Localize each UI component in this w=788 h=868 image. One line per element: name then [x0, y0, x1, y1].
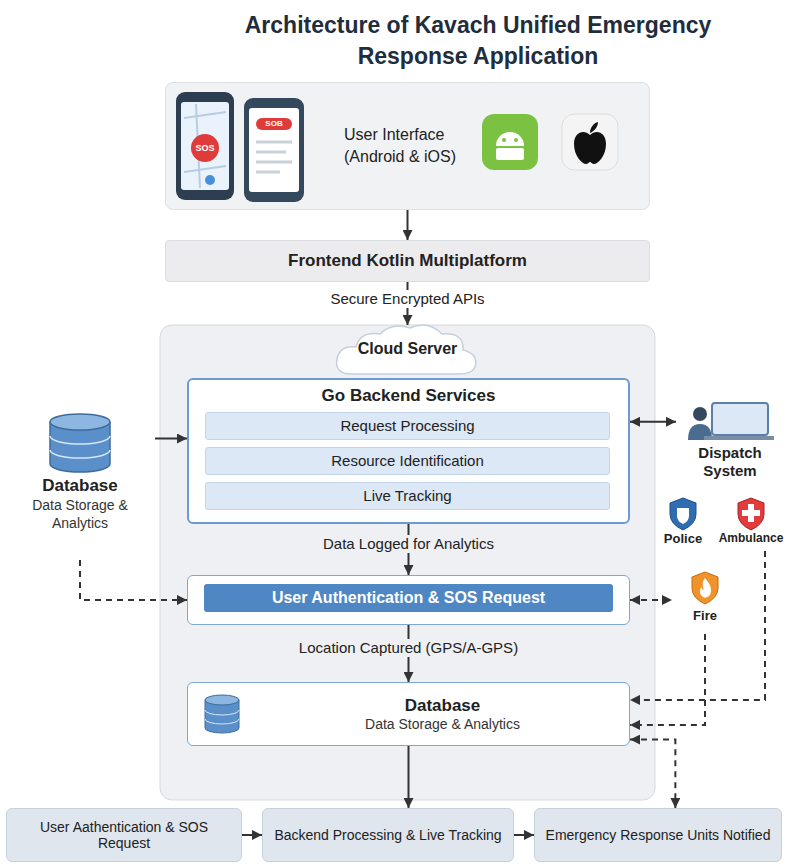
- edge-label: Data Logged for Analytics: [319, 535, 498, 553]
- database-rings: [205, 710, 239, 724]
- dispatch-system: Dispatch System: [676, 400, 784, 490]
- sos-button: [191, 134, 219, 162]
- ui-panel: User Interface (Android & iOS): [165, 82, 650, 210]
- node-text: Ambulance: [716, 531, 786, 545]
- ambulance-shield: [738, 498, 764, 530]
- database-store: DatabaseData Storage & Analytics: [5, 410, 155, 560]
- connector-arrow: [407, 282, 409, 325]
- node-text: Request Processing: [206, 413, 609, 439]
- fire-shield: [692, 572, 718, 604]
- ambulance-unit: Ambulance: [716, 497, 786, 551]
- service-bar: Resource Identification: [205, 447, 610, 475]
- ambulance-cross: [748, 504, 754, 522]
- ambulance-cross: [742, 510, 760, 516]
- connector-arrow: [80, 560, 187, 600]
- police-unit: Police: [652, 497, 714, 551]
- fire-unit: Fire: [672, 572, 738, 634]
- sos-pill: [256, 118, 292, 130]
- edge-label: Location Captured (GPS/A-GPS): [295, 639, 522, 657]
- phone-body: [176, 92, 234, 200]
- service-bar: Live Tracking: [205, 482, 610, 510]
- auth-sos-box: User Authentication & SOS Request: [187, 575, 630, 625]
- map-roads: [184, 104, 226, 188]
- connector-arrow: [630, 740, 675, 808]
- connector-arrow: [630, 599, 672, 601]
- fire-flame: [700, 578, 711, 598]
- node-text: Dispatch System: [676, 444, 784, 480]
- connector-arrow: [514, 834, 534, 836]
- flow-step: Emergency Response Units Notified: [534, 808, 782, 862]
- database-top: [205, 695, 239, 705]
- android-eye: [514, 138, 518, 142]
- edge-label: Secure Encrypted APIs: [326, 290, 488, 308]
- connector-arrow: [630, 421, 676, 423]
- apple-logo: [574, 132, 606, 164]
- screen-label: SOS: [191, 141, 219, 155]
- connector-arrow: [630, 634, 705, 725]
- connector-arrow: [630, 551, 765, 700]
- operator-head: [693, 407, 707, 421]
- node-text: Resource Identification: [206, 448, 609, 474]
- database-cylinder: [50, 422, 110, 472]
- node-text: User Authentication & SOS Request: [204, 584, 613, 612]
- apple-icon: [562, 114, 618, 170]
- title-text: Architecture of Kavach Unified Emergency…: [218, 10, 738, 72]
- flow-step: Backend Processing & Live Tracking: [262, 808, 514, 862]
- database-box: DatabaseData Storage & Analytics: [187, 682, 630, 746]
- phone-screen: [249, 108, 299, 192]
- node-text: Cloud Server: [160, 340, 655, 358]
- node-text: Fire: [672, 608, 738, 623]
- diagram-title: Architecture of Kavach Unified Emergency…: [218, 10, 738, 72]
- database-rings: [50, 436, 110, 458]
- connector-arrow: [408, 524, 410, 575]
- apple-leaf: [590, 122, 598, 133]
- node-text: Police: [652, 531, 714, 546]
- connector-arrow: [407, 210, 409, 240]
- phone-screen: [181, 102, 229, 190]
- screen-label: SOB: [256, 118, 292, 130]
- frontend-bar: Frontend Kotlin Multiplatform: [165, 240, 650, 282]
- location-dot: [205, 175, 215, 185]
- cloud-server-panel: Cloud Server Go Backend ServicesRequest P…: [160, 325, 655, 800]
- node-text: Frontend Kotlin Multiplatform: [288, 251, 527, 271]
- operator-body: [688, 424, 712, 440]
- cloud-panel-ground: [160, 325, 655, 800]
- flow-step: User Aathentication & SOS Request: [6, 808, 242, 862]
- dispatch-monitor: [712, 403, 768, 435]
- node-text: User Interface (Android & iOS): [344, 124, 474, 167]
- android-eye: [502, 138, 506, 142]
- node-text: Data Storage & Analytics: [256, 716, 629, 732]
- screen-lines: [256, 142, 292, 172]
- police-emblem: [677, 508, 689, 524]
- connector-arrow: [155, 438, 187, 440]
- connector-arrow: [408, 625, 410, 682]
- node-text: Database: [256, 696, 629, 716]
- database-cylinder: [205, 700, 239, 733]
- database-top: [50, 414, 110, 430]
- phone-body: [244, 98, 304, 202]
- police-shield: [670, 498, 696, 530]
- node-text: Backend Processing & Live Tracking: [274, 827, 501, 843]
- android-body: [496, 148, 524, 160]
- dispatch-desk: [704, 436, 774, 440]
- node-text: User Aathentication & SOS Request: [17, 819, 231, 851]
- service-bar: Request Processing: [205, 412, 610, 440]
- cloud-shape: [337, 325, 476, 374]
- android-head: [496, 132, 524, 146]
- android-icon: [482, 114, 538, 170]
- connector-arrow: [242, 834, 262, 836]
- connector-arrow: [408, 746, 410, 808]
- node-text: Data Storage & Analytics: [5, 496, 155, 532]
- backend-services-box: Go Backend ServicesRequest ProcessingRes…: [187, 378, 630, 524]
- node-text: Live Tracking: [206, 483, 609, 509]
- node-text: Go Backend Services: [189, 386, 628, 406]
- node-text: Database: [5, 476, 155, 496]
- node-text: Emergency Response Units Notified: [546, 827, 771, 843]
